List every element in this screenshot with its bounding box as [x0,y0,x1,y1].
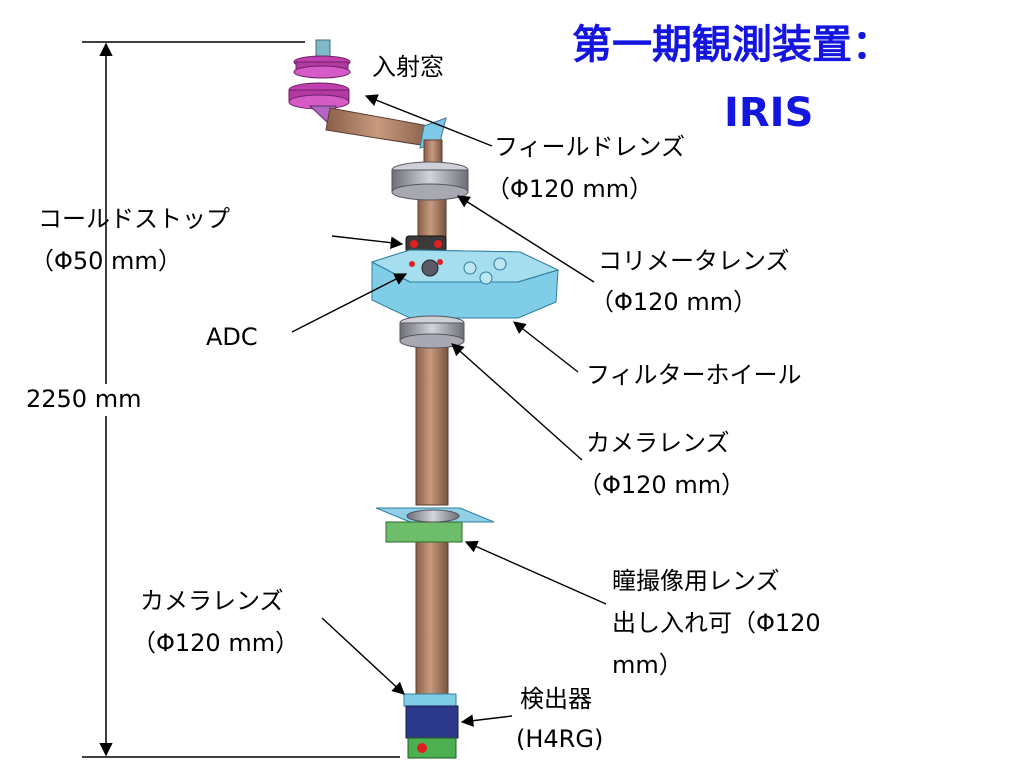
label-camera-lens-right-size: （Φ120 mm） [578,471,746,499]
label-cold-stop-name: コールドストップ [38,205,230,233]
title-line-2: IRIS [724,90,814,136]
height-dimension [82,41,400,758]
leader-arrows [291,94,607,727]
field-lens-ring [391,161,469,201]
label-field-lens-size: （Φ120 mm） [486,175,654,203]
label-camera-lens-left-size: （Φ120 mm） [132,629,300,657]
arrow-pupil-lens [464,540,607,605]
cold-stop [405,235,447,253]
label-cold-stop-size: （Φ50 mm） [30,247,182,275]
arrow-field-lens-to-entrance [364,94,493,147]
label-collimator-lens-name: コリメータレンズ [598,247,790,275]
arrow-filter-wheel [513,321,579,373]
label-height: 2250 mm [26,385,142,413]
label-entrance-window: 入射窓 [372,53,444,81]
pupil-imaging-lens [375,507,495,543]
title-line-1: 第一期観測装置： [572,22,892,68]
camera-lens-ring-upper [399,315,465,349]
arrow-adc [291,273,408,333]
label-camera-lens-left-name: カメラレンズ [140,587,284,615]
label-camera-lens-right-name: カメラレンズ [586,429,730,457]
arrow-cold-stop [331,235,404,249]
label-detector-name: 検出器 [520,685,592,713]
label-collimator-lens-size: （Φ120 mm） [590,288,758,316]
filter-wheel [370,249,560,319]
arrow-camera-lens-left [321,617,405,695]
label-filter-wheel: フィルターホイール [586,361,802,389]
label-pupil-lens-line-1: 瞳撮像用レンズ [612,567,780,595]
arrow-detector [460,714,513,727]
label-field-lens-name: フィールドレンズ [494,133,686,161]
label-pupil-lens-line-2: 出し入れ可（Φ120 [612,609,821,637]
label-adc: ADC [206,323,258,351]
label-pupil-lens-line-3: mm） [612,651,683,679]
detector-assembly [403,693,459,759]
label-detector-model: (H4RG) [516,725,604,753]
arrow-camera-lens-right [451,343,583,461]
arrow-collimator-to-field [456,195,595,283]
